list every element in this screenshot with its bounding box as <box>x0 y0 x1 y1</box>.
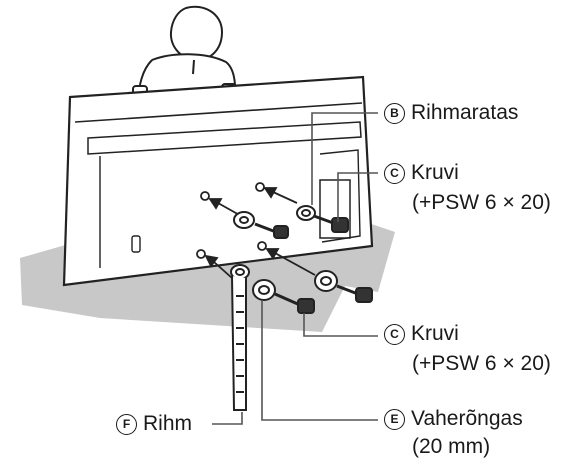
badge-e: E <box>384 409 405 430</box>
leader-f <box>212 412 242 424</box>
label-screw-bottom: C Kruvi (+PSW 6 × 20) <box>384 322 551 376</box>
label-strap-text: Rihm <box>143 412 192 435</box>
label-screw-bottom-spec: (+PSW 6 × 20) <box>412 352 551 376</box>
label-pulley: B Rihmaratas <box>384 101 518 125</box>
label-pulley-text: Rihmaratas <box>411 101 518 124</box>
badge-f: F <box>116 414 137 435</box>
label-screw-bottom-text: Kruvi <box>411 322 459 345</box>
label-strap: F Rihm <box>116 412 192 436</box>
label-spacer-text: Vaherõngas <box>411 407 523 430</box>
label-screw-top-spec: (+PSW 6 × 20) <box>412 191 551 215</box>
label-screw-top: C Kruvi (+PSW 6 × 20) <box>384 161 551 215</box>
label-screw-top-text: Kruvi <box>411 161 459 184</box>
strap <box>232 276 246 410</box>
badge-c-bottom: C <box>384 324 405 345</box>
badge-b: B <box>384 103 405 124</box>
label-spacer: E Vaherõngas (20 mm) <box>384 407 523 459</box>
badge-c-top: C <box>384 163 405 184</box>
label-spacer-size: (20 mm) <box>412 435 523 459</box>
person-figure <box>133 7 236 98</box>
